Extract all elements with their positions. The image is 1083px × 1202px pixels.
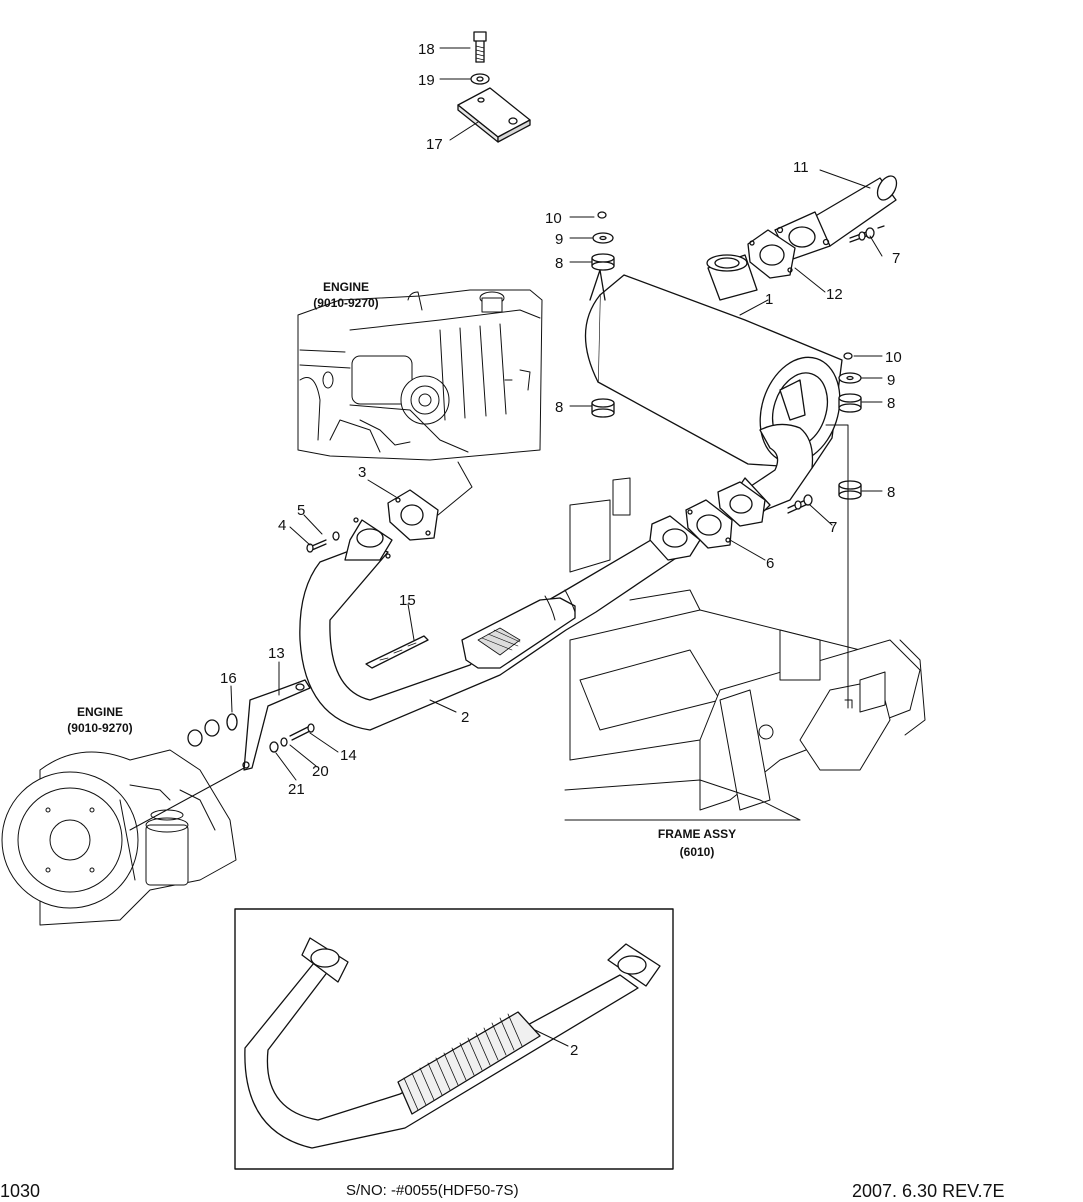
bracket-13 <box>129 679 311 831</box>
callout-11: 11 <box>793 159 809 176</box>
revision-stamp: 2007. 6.30 REV.7E <box>852 1181 1005 1201</box>
gasket-3 <box>387 461 473 541</box>
callout-2-inset: 2 <box>570 1042 578 1059</box>
callout-3: 3 <box>358 464 366 481</box>
frame-caption-ref: (6010) <box>680 845 715 859</box>
callout-6: 6 <box>766 555 774 572</box>
engine-top-caption-title: ENGINE <box>323 280 369 294</box>
hardware-16 <box>187 713 238 747</box>
callout-15: 15 <box>399 592 416 609</box>
callout-20: 20 <box>312 763 329 780</box>
mount-rubber-lower-left <box>591 398 615 418</box>
frame-assy-illustration <box>564 477 926 821</box>
bolt-4-washer-5 <box>306 531 340 553</box>
callout-18: 18 <box>418 41 435 58</box>
mount-hardware-top <box>591 211 615 271</box>
engine-left-caption-ref: (9010-9270) <box>67 721 132 735</box>
engine-left-caption-title: ENGINE <box>77 705 123 719</box>
callout-4: 4 <box>278 517 286 534</box>
callout-8-left: 8 <box>555 399 563 416</box>
frame-caption-title: FRAME ASSY <box>658 827 736 841</box>
engine-top-illustration <box>297 289 543 461</box>
callout-21: 21 <box>288 781 305 798</box>
callout-8-lower: 8 <box>887 484 895 501</box>
hardware-14-20-21 <box>269 723 315 753</box>
bracket-plate-assembly <box>457 31 531 143</box>
callout-17: 17 <box>426 136 443 153</box>
engine-flywheel-illustration <box>1 749 237 926</box>
leader-lines <box>230 47 883 781</box>
inset-box <box>234 908 674 1170</box>
callout-9-top: 9 <box>555 231 563 248</box>
callout-12: 12 <box>826 286 843 303</box>
exhaust-pipe <box>299 515 701 731</box>
flange-muffler-outlet <box>717 481 766 527</box>
exhaust-pipe-inset <box>244 937 661 1149</box>
bolt-7-lower <box>787 494 813 514</box>
reference-captions: ENGINE (9010-9270) ENGINE (9010-9270) FR… <box>67 280 736 859</box>
serial-range: S/NO: -#0055(HDF50-7S) <box>346 1182 519 1199</box>
callout-13: 13 <box>268 645 285 662</box>
callout-16: 16 <box>220 670 237 687</box>
callout-8-top: 8 <box>555 255 563 272</box>
callout-14: 14 <box>340 747 357 764</box>
gasket-6 <box>685 499 733 549</box>
gasket-12 <box>747 229 796 279</box>
callout-8-right: 8 <box>887 395 895 412</box>
mount-hardware-right <box>825 352 862 709</box>
muffler <box>584 254 843 521</box>
page-number: 1030 <box>0 1181 41 1201</box>
callout-19: 19 <box>418 72 435 89</box>
callout-1: 1 <box>765 291 773 308</box>
callout-10-right: 10 <box>885 349 902 366</box>
callout-7-top: 7 <box>892 250 900 267</box>
callout-labels: 18 19 17 11 10 9 8 7 12 1 10 9 8 8 3 8 5… <box>220 41 902 1059</box>
strap-15 <box>365 635 429 669</box>
bolt-7-top <box>849 225 885 243</box>
callout-10-top: 10 <box>545 210 562 227</box>
callout-7-lower: 7 <box>829 519 837 536</box>
callout-2: 2 <box>461 709 469 726</box>
callout-5: 5 <box>297 502 305 519</box>
engine-top-caption-ref: (9010-9270) <box>313 296 378 310</box>
callout-9-right: 9 <box>887 372 895 389</box>
